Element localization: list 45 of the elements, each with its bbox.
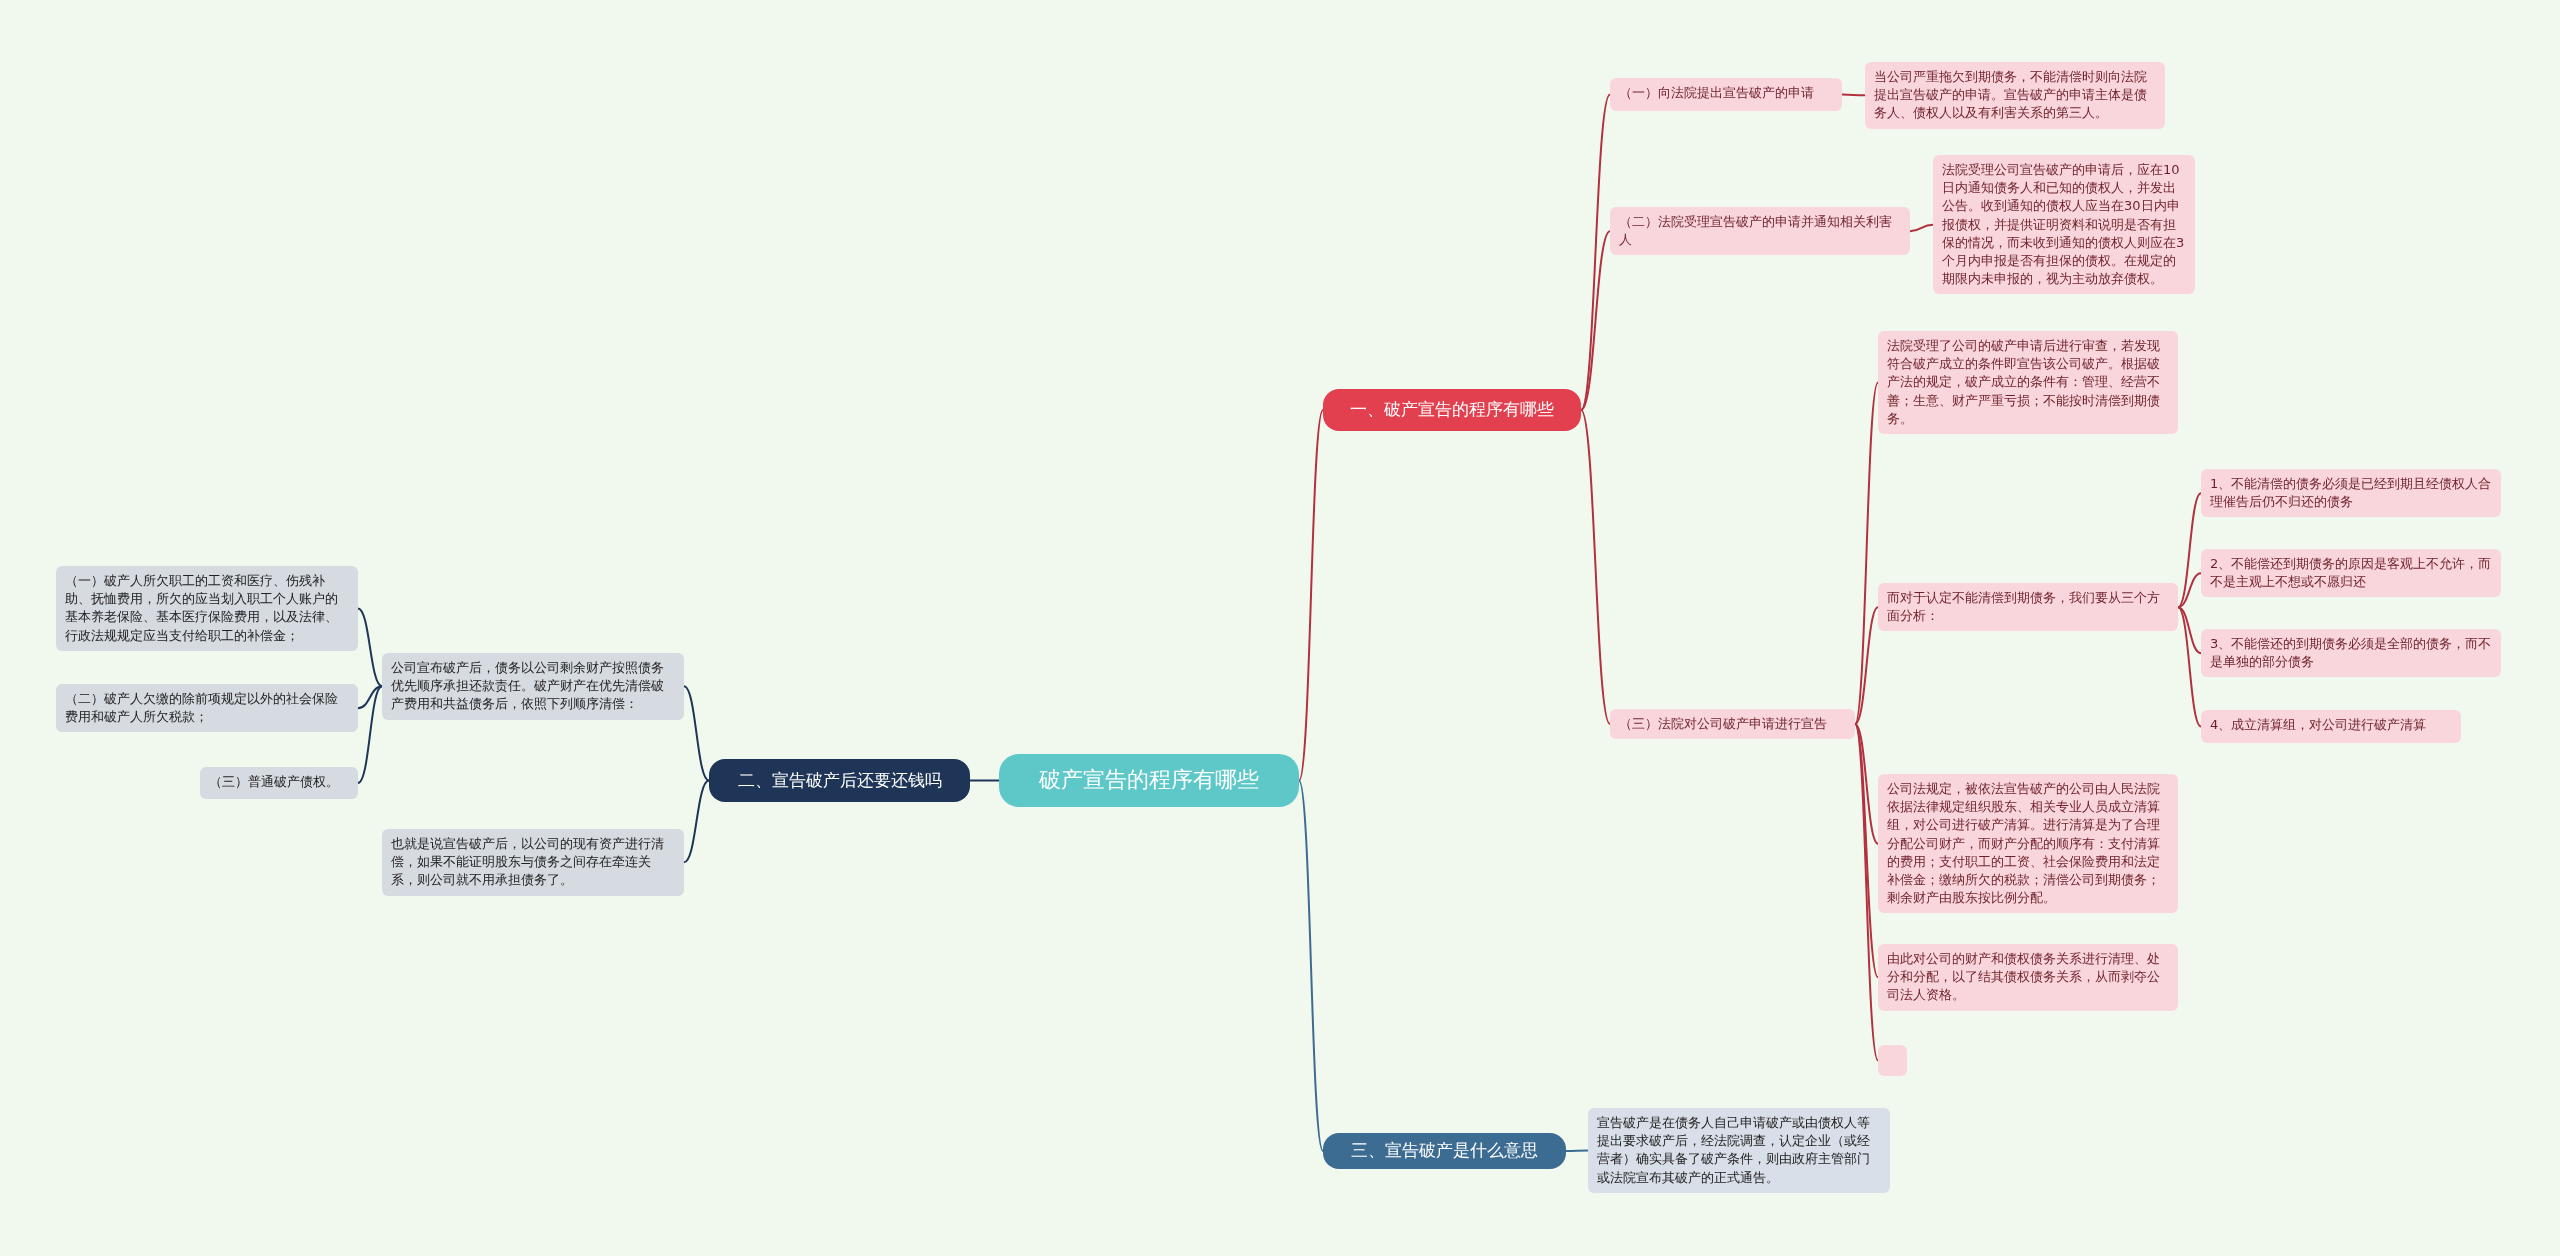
topic-box: 法院受理公司宣告破产的申请后，应在10日内通知债务人和已知的债权人，并发出公告。收到通知的债权人应当在30日内申报债权，并提供证明资料和说明是否有担保的情况，而未收到通知的债权人则应在3个月内申报是否有担保的债权。在规定的期限内未申报的，视为主动放弃债权。 xyxy=(1933,155,2195,295)
topic-box: 公司法规定，被依法宣告破产的公司由人民法院依据法律规定组织股东、相关专业人员成立清算组，对公司进行破产清算。进行清算是为了合理分配公司财产，而财产分配的顺序有：支付清算的费用；支付职工的工资、社会保险费用和法定补偿金；缴纳所欠的税款；清偿公司到期债务；剩余财产由股东按比例分配。 xyxy=(1878,774,2178,914)
connector-line xyxy=(357,685,383,784)
connector-line xyxy=(1580,93,1611,411)
branch-topic: 一、破产宣告的程序有哪些 xyxy=(1323,389,1581,431)
topic-box: 2、不能偿还到期债务的原因是客观上不允许，而不是主观上不想或不愿归还 xyxy=(2201,549,2501,598)
connector-line xyxy=(1909,223,1934,233)
topic-box: （二）破产人欠缴的除前项规定以外的社会保险费用和破产人所欠税款； xyxy=(56,684,358,733)
connector-line xyxy=(969,779,1000,782)
branch-topic: 三、宣告破产是什么意思 xyxy=(1323,1133,1566,1169)
connector-line xyxy=(1841,93,1866,97)
topic-box: （二）法院受理宣告破产的申请并通知相关利害人 xyxy=(1610,207,1910,256)
connector-line xyxy=(1298,409,1324,782)
connector-line xyxy=(683,779,710,864)
topic-box: 法院受理了公司的破产申请后进行审查，若发现符合破产成立的条件即宣告该公司破产。根据破产法的规定，破产成立的条件有：管理、经营不善；生意、财产严重亏损；不能按时清偿到期债务。 xyxy=(1878,331,2178,434)
connector-line xyxy=(1854,606,1879,726)
topic-box: 也就是说宣告破产后，以公司的现有资产进行清偿，如果不能证明股东与债务之间存在牵连关系，则公司就不用承担债务了。 xyxy=(382,829,684,896)
connector-line xyxy=(683,685,710,782)
connector-line xyxy=(2177,606,2202,655)
topic-box: 而对于认定不能清偿到期债务，我们要从三个方面分析： xyxy=(1878,583,2178,632)
connector-line xyxy=(1580,409,1611,726)
topic-box: 1、不能清偿的债务必须是已经到期且经债权人合理催告后仍不归还的债务 xyxy=(2201,469,2501,518)
topic-box: （三）普通破产债权。 xyxy=(200,767,358,799)
connector-line xyxy=(1565,1149,1589,1152)
connector-line xyxy=(1854,723,1879,1062)
topic-box: 4、成立清算组，对公司进行破产清算 xyxy=(2201,710,2461,743)
topic-box: （一）向法院提出宣告破产的申请 xyxy=(1610,78,1842,111)
topic-box: （一）破产人所欠职工的工资和医疗、伤残补助、抚恤费用，所欠的应当划入职工个人账户的基本养老保险、基本医疗保险费用，以及法律、行政法规规定应当支付给职工的补偿金； xyxy=(56,566,358,651)
topic-box: 由此对公司的财产和债权债务关系进行清理、处分和分配，以了结其债权债务关系，从而剥夺公司法人资格。 xyxy=(1878,944,2178,1011)
topic-box: 当公司严重拖欠到期债务，不能清偿时则向法院提出宣告破产的申请。宣告破产的申请主体是债务人、债权人以及有利害关系的第三人。 xyxy=(1865,62,2165,129)
topic-box: 公司宣布破产后，债务以公司剩余财产按照债务优先顺序承担还款责任。破产财产在优先清偿破产费用和共益债务后，依照下列顺序清偿： xyxy=(382,653,684,720)
empty-box xyxy=(1878,1045,1907,1076)
topic-box: 宣告破产是在债务人自己申请破产或由债权人等提出要求破产后，经法院调查，认定企业（或经营者）确实具备了破产条件，则由政府主管部门或法院宣布其破产的正式通告。 xyxy=(1588,1108,1890,1193)
connector-line xyxy=(357,685,383,710)
connector-line xyxy=(2177,492,2202,609)
central-topic: 破产宣告的程序有哪些 xyxy=(999,754,1299,807)
topic-box: 3、不能偿还的到期债务必须是全部的债务，而不是单独的部分债务 xyxy=(2201,629,2501,678)
connector-line xyxy=(2177,606,2202,728)
connector-line xyxy=(1854,723,1879,845)
connector-line xyxy=(1298,779,1324,1152)
connector-line xyxy=(357,607,383,688)
connector-line xyxy=(1580,230,1611,411)
connector-line xyxy=(2177,572,2202,609)
topic-box: （三）法院对公司破产申请进行宣告 xyxy=(1610,709,1855,740)
branch-topic: 二、宣告破产后还要还钱吗 xyxy=(709,759,970,802)
